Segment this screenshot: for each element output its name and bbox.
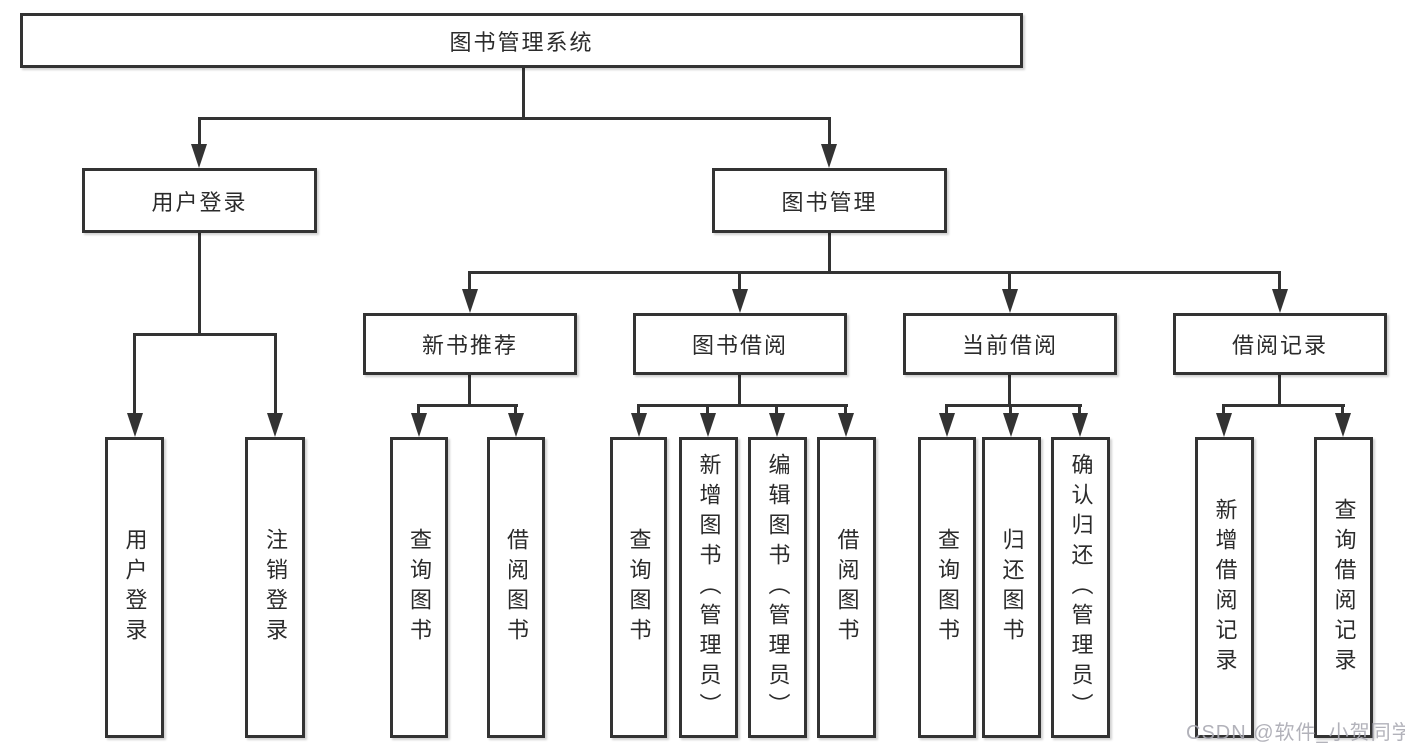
connector-line <box>198 117 831 120</box>
arrow-down-icon <box>838 413 854 437</box>
arrow-down-icon <box>508 413 524 437</box>
leaf-logout: 注销登录 <box>245 437 305 738</box>
arrow-down-icon <box>769 413 785 437</box>
arrow-down-icon <box>267 413 283 437</box>
connector-line <box>706 405 709 413</box>
connector-line <box>738 272 741 289</box>
node-label: 确认归还（管理员） <box>1068 452 1094 723</box>
node-current-borrowing: 当前借阅 <box>903 313 1117 375</box>
node-label: 用户登录 <box>122 527 148 648</box>
connector-line <box>844 405 847 413</box>
connector-line <box>1278 375 1281 405</box>
node-label: 用户登录 <box>151 189 248 215</box>
node-label: 编辑图书（管理员） <box>765 452 791 723</box>
leaf-add-borrow-record: 新增借阅记录 <box>1195 437 1254 738</box>
leaf-query-books-current: 查询图书 <box>918 437 976 738</box>
connector-line <box>1009 405 1012 413</box>
arrow-down-icon <box>700 413 716 437</box>
connector-line <box>514 405 517 413</box>
connector-line <box>637 405 640 413</box>
connector-line <box>133 333 277 336</box>
connector-line <box>274 334 277 413</box>
connector-line <box>417 405 420 413</box>
connector-line <box>1008 375 1011 405</box>
node-user-login: 用户登录 <box>82 168 317 233</box>
connector-line <box>1278 272 1281 289</box>
connector-line <box>1341 405 1344 413</box>
node-borrowing-records: 借阅记录 <box>1173 313 1387 375</box>
node-library-management-system: 图书管理系统 <box>20 13 1023 68</box>
arrow-down-icon <box>1003 413 1019 437</box>
arrow-down-icon <box>1072 413 1088 437</box>
node-label: 查询图书 <box>407 527 432 648</box>
node-book-management: 图书管理 <box>712 168 947 233</box>
node-label: 借阅记录 <box>1231 333 1328 358</box>
connector-line <box>522 68 525 118</box>
arrow-down-icon <box>1216 413 1232 437</box>
arrow-down-icon <box>939 413 955 437</box>
node-label: 当前借阅 <box>961 333 1058 358</box>
leaf-borrow-books-recommend: 借阅图书 <box>487 437 545 738</box>
connector-line <box>945 405 948 413</box>
node-label: 新书推荐 <box>421 333 518 358</box>
leaf-edit-books-admin: 编辑图书（管理员） <box>748 437 807 738</box>
arrow-down-icon <box>411 413 427 437</box>
arrow-down-icon <box>631 413 647 437</box>
node-label: 查询图书 <box>935 527 960 648</box>
leaf-query-books-borrowing: 查询图书 <box>610 437 667 738</box>
connector-line <box>637 404 848 407</box>
connector-line <box>468 375 471 405</box>
node-label: 归还图书 <box>999 527 1025 648</box>
leaf-query-books-recommend: 查询图书 <box>390 437 448 738</box>
node-label: 新增图书（管理员） <box>696 452 722 723</box>
connector-line <box>198 233 201 334</box>
connector-line <box>133 334 136 413</box>
connector-line <box>198 118 201 145</box>
arrow-down-icon <box>1335 413 1351 437</box>
node-label: 借阅图书 <box>504 527 529 648</box>
arrow-down-icon <box>1272 289 1288 313</box>
node-label: 借阅图书 <box>834 527 860 648</box>
connector-line <box>945 404 1082 407</box>
leaf-borrow-books-borrowing: 借阅图书 <box>817 437 876 738</box>
node-new-book-recommendation: 新书推荐 <box>363 313 577 375</box>
leaf-query-borrow-record: 查询借阅记录 <box>1314 437 1373 738</box>
connector-line <box>1222 404 1345 407</box>
csdn-watermark: CSDN @软件_小贺同学 <box>1186 722 1405 744</box>
connector-line <box>1222 405 1225 413</box>
connector-line <box>1078 405 1081 413</box>
node-label: 注销登录 <box>263 527 288 648</box>
connector-line <box>828 233 831 272</box>
node-label: 新增借阅记录 <box>1212 497 1238 678</box>
node-book-borrowing: 图书借阅 <box>633 313 847 375</box>
connector-line <box>468 271 1281 274</box>
connector-line <box>1008 272 1011 289</box>
node-label: 查询图书 <box>626 527 652 648</box>
leaf-return-books: 归还图书 <box>982 437 1041 738</box>
arrow-down-icon <box>127 413 143 437</box>
node-label: 查询借阅记录 <box>1331 497 1357 678</box>
connector-line <box>417 404 518 407</box>
arrow-down-icon <box>732 289 748 313</box>
arrow-down-icon <box>1002 289 1018 313</box>
connector-line <box>468 272 471 289</box>
node-label: 图书管理 <box>781 189 878 215</box>
connector-line <box>775 405 778 413</box>
connector-line <box>828 118 831 145</box>
leaf-add-books-admin: 新增图书（管理员） <box>679 437 738 738</box>
connector-line <box>738 375 741 405</box>
leaf-confirm-return-admin: 确认归还（管理员） <box>1051 437 1110 738</box>
arrow-down-icon <box>191 144 207 168</box>
node-label: 图书借阅 <box>691 333 788 358</box>
arrow-down-icon <box>821 144 837 168</box>
node-label: 图书管理系统 <box>449 29 594 55</box>
leaf-user-login: 用户登录 <box>105 437 164 738</box>
arrow-down-icon <box>462 289 478 313</box>
